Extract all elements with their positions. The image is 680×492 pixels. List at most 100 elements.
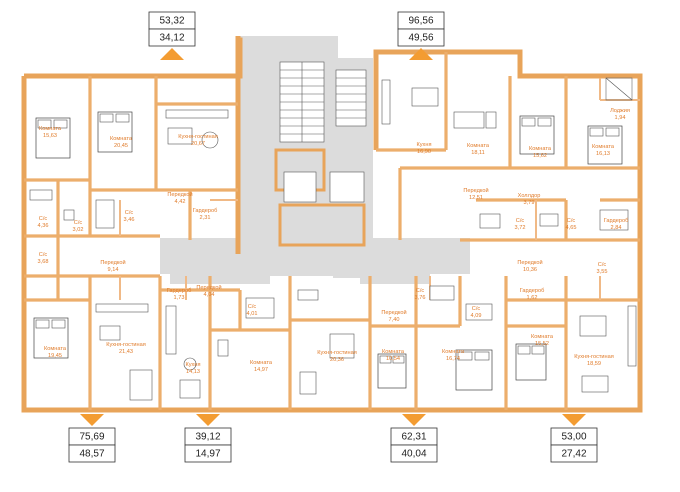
bottom-marker-4-value-b: 27,42 xyxy=(561,449,586,460)
room-20-area: 2,84 xyxy=(611,225,622,231)
room-5-name: Комната xyxy=(467,143,490,149)
room-38-name: Кухня-гостиная xyxy=(574,354,614,360)
room-31-name: Кухня-гостиная xyxy=(106,342,146,348)
room-10-name: С/с xyxy=(74,220,83,226)
room-27-area: 7,40 xyxy=(389,317,400,323)
room-22-name: С/с xyxy=(598,262,607,268)
bottom-marker-3-arrow-icon xyxy=(402,414,426,426)
room-22-area: 3,55 xyxy=(597,269,608,275)
room-8-name: Комната xyxy=(592,144,615,150)
top-marker-1-value-a: 53,32 xyxy=(159,16,184,27)
bottom-marker-3: 62,31 40,04 xyxy=(390,414,438,463)
elevators xyxy=(274,148,366,247)
bottom-marker-4-box-b xyxy=(550,444,598,463)
top-marker-1-arrow-icon xyxy=(160,48,184,60)
room-36-name: Комната xyxy=(442,349,465,355)
room-14-area: 3,68 xyxy=(38,259,49,265)
top-marker-1: 53,32 34,12 xyxy=(148,11,196,60)
room-28-area: 4,09 xyxy=(471,313,482,319)
room-34-name: Кухня-гостиная xyxy=(317,350,357,356)
room-19-area: 4,65 xyxy=(566,225,577,231)
room-27-name: Передкой xyxy=(381,309,406,316)
room-7-area: 1,94 xyxy=(615,115,626,121)
room-3-area: 20,67 xyxy=(191,141,205,147)
room-38-area: 18,59 xyxy=(587,361,601,367)
room-36-area: 16,74 xyxy=(446,356,460,362)
room-21-area: 10,36 xyxy=(523,267,537,273)
top-marker-2-arrow-icon xyxy=(409,48,433,60)
room-21-name: Передкой xyxy=(517,259,542,266)
room-11-name: С/с xyxy=(125,210,134,216)
room-1-name: Комната xyxy=(39,126,62,132)
bottom-marker-4: 53,00 27,42 xyxy=(550,414,598,463)
bottom-marker-1-value-a: 75,69 xyxy=(79,432,104,443)
room-13-area: 2,31 xyxy=(200,215,211,221)
room-19-name: С/с xyxy=(567,218,576,224)
room-14-name: С/с xyxy=(39,252,48,258)
bottom-marker-2-value-b: 14,97 xyxy=(195,449,220,460)
apartment-lower-mid-right xyxy=(290,276,508,410)
top-marker-2-value-a: 96,56 xyxy=(408,16,433,27)
room-12-name: Передкой xyxy=(167,191,192,198)
room-25-name: С/с xyxy=(248,304,257,310)
room-30-name: Комната xyxy=(44,346,67,352)
bottom-marker-1-value-b: 48,57 xyxy=(79,449,104,460)
bottom-marker-4-value-a: 53,00 xyxy=(561,432,586,443)
top-marker-2: 96,56 49,56 xyxy=(397,11,445,60)
room-30-area: 19,45 xyxy=(48,353,62,359)
apartment-lower-left xyxy=(24,236,162,410)
room-37-name: Комната xyxy=(531,334,554,340)
top-marker-1-box-b xyxy=(148,28,196,47)
room-4-area: 16,90 xyxy=(417,149,431,155)
top-marker-2-box-b xyxy=(397,28,445,47)
bottom-marker-2-arrow-icon xyxy=(196,414,220,426)
apartment-upper-right xyxy=(376,52,640,242)
room-18-name: С/с xyxy=(516,218,525,224)
room-2-name: Комната xyxy=(110,136,133,142)
room-20-name: Гардероб xyxy=(604,218,629,224)
room-13-name: Гардероб xyxy=(193,208,218,214)
bottom-marker-3-box-b xyxy=(390,444,438,463)
room-4-name: Кухня xyxy=(417,142,432,148)
room-24-area: 4,04 xyxy=(204,292,215,298)
room-33-name: Комната xyxy=(250,360,273,366)
room-6-name: Комната xyxy=(529,146,552,152)
room-17-name: Холлдор xyxy=(518,193,541,199)
room-25-area: 4,01 xyxy=(247,311,258,317)
room-32-name: Кухня xyxy=(186,362,201,368)
room-28-name: С/с xyxy=(472,306,481,312)
bottom-marker-3-value-b: 40,04 xyxy=(401,449,426,460)
room-16-area: 12,51 xyxy=(469,195,483,201)
bottom-marker-2-box-b xyxy=(184,444,232,463)
room-16-name: Передкой xyxy=(463,187,488,194)
room-11-area: 3,46 xyxy=(124,217,135,223)
room-9-area: 4,36 xyxy=(38,223,49,229)
room-12-area: 4,42 xyxy=(175,199,186,205)
room-8-area: 16,13 xyxy=(596,151,610,157)
room-10-area: 3,02 xyxy=(73,227,84,233)
top-marker-1-value-b: 34,12 xyxy=(159,33,184,44)
bottom-marker-1-box-b xyxy=(68,444,116,463)
bottom-marker-2-value-a: 39,12 xyxy=(195,432,220,443)
outer-walls xyxy=(21,36,643,413)
bottom-marker-3-value-a: 62,31 xyxy=(401,432,426,443)
room-26-name: С/с xyxy=(416,288,425,294)
room-15-area: 9,14 xyxy=(108,267,119,273)
room-17-area: 3,79 xyxy=(524,200,535,206)
room-35-name: Комната xyxy=(382,349,405,355)
room-15-name: Передкой xyxy=(100,259,125,266)
bottom-marker-1-arrow-icon xyxy=(80,414,104,426)
room-6-area: 15,62 xyxy=(533,153,547,159)
apartment-lower-right xyxy=(506,276,640,410)
room-32-area: 14,13 xyxy=(186,369,200,375)
room-9-name: С/с xyxy=(39,216,48,222)
room-23-area: 1,73 xyxy=(174,295,185,301)
top-marker-2-value-b: 49,56 xyxy=(408,33,433,44)
staircase xyxy=(279,61,367,143)
room-23-name: Гардероб xyxy=(167,288,192,294)
bottom-marker-4-arrow-icon xyxy=(562,414,586,426)
room-29-name: Гардероб xyxy=(520,288,545,294)
bottom-marker-1: 75,69 48,57 xyxy=(68,414,116,463)
